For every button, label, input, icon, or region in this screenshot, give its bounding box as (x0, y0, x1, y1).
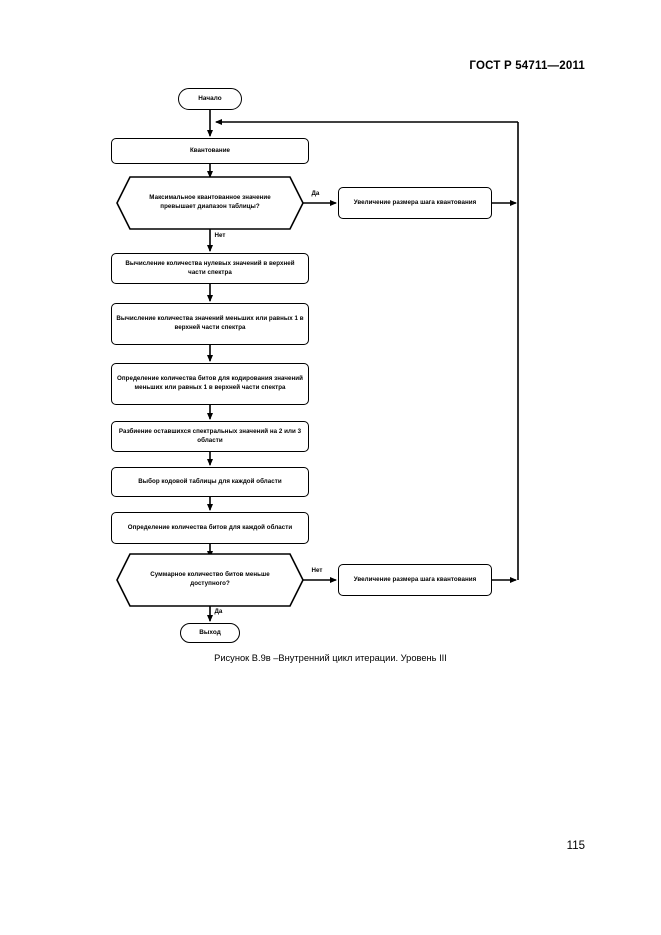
node-increase-step-bottom[interactable]: Увеличение размера шага квантования (338, 564, 492, 596)
document-header-standard-number: ГОСТ Р 54711—2011 (469, 60, 585, 72)
node-bits-le1-label: Определение количества битов для кодиров… (116, 375, 304, 391)
page-number: 115 (566, 840, 585, 852)
node-select-table-label: Выбор кодовой таблицы для каждой области (138, 477, 282, 485)
node-increase-step-top[interactable]: Увеличение размера шага квантования (338, 187, 492, 219)
node-count-le1[interactable]: Вычисление количества значений меньших и… (111, 303, 309, 345)
node-count-zeros-label: Вычисление количества нулевых значений в… (125, 259, 295, 276)
node-count-zeros[interactable]: Вычисление количества нулевых значений в… (111, 253, 309, 284)
figure-caption: Рисунок В.9в –Внутренний цикл итерации. … (214, 653, 447, 663)
node-bits-le1[interactable]: Определение количества битов для кодиров… (111, 363, 309, 405)
node-increase-step-bottom-label: Увеличение размера шага квантования (353, 575, 477, 583)
node-partition[interactable]: Разбиение оставшихся спектральных значен… (111, 421, 309, 452)
node-bits-region[interactable]: Определение количества битов для каждой … (111, 512, 309, 544)
edge-label-range-no: Нет (214, 232, 226, 239)
edge-label-bits-no: Нет (311, 567, 323, 574)
node-decision-bits[interactable]: Суммарное количество битов меньше доступ… (117, 554, 303, 606)
node-exit-label: Выход (199, 629, 221, 637)
flowchart-connectors (116, 110, 519, 622)
decision-bits-shape (116, 553, 304, 607)
flowchart-figure: Начало Квантование Максимальное квантова… (111, 88, 519, 643)
edge-label-bits-yes: Да (214, 608, 223, 615)
node-select-table[interactable]: Выбор кодовой таблицы для каждой области (111, 467, 309, 497)
node-quantization-label: Квантование (189, 146, 231, 154)
decision-range-shape (116, 176, 304, 230)
node-exit[interactable]: Выход (180, 623, 240, 643)
node-quantization[interactable]: Квантование (111, 138, 309, 164)
node-bits-region-label: Определение количества битов для каждой … (127, 523, 293, 531)
node-decision-range-label: Максимальное квантованное значение превы… (149, 194, 271, 210)
node-start-label: Начало (198, 95, 222, 103)
node-decision-bits-label: Суммарное количество битов меньше доступ… (150, 571, 270, 587)
node-increase-step-top-label: Увеличение размера шага квантования (353, 198, 477, 206)
node-decision-range[interactable]: Максимальное квантованное значение превы… (117, 177, 303, 229)
node-partition-label: Разбиение оставшихся спектральных значен… (118, 427, 302, 444)
edge-label-range-yes: Да (311, 190, 320, 197)
node-count-le1-label: Вычисление количества значений меньших и… (116, 315, 304, 331)
node-start[interactable]: Начало (178, 88, 242, 110)
